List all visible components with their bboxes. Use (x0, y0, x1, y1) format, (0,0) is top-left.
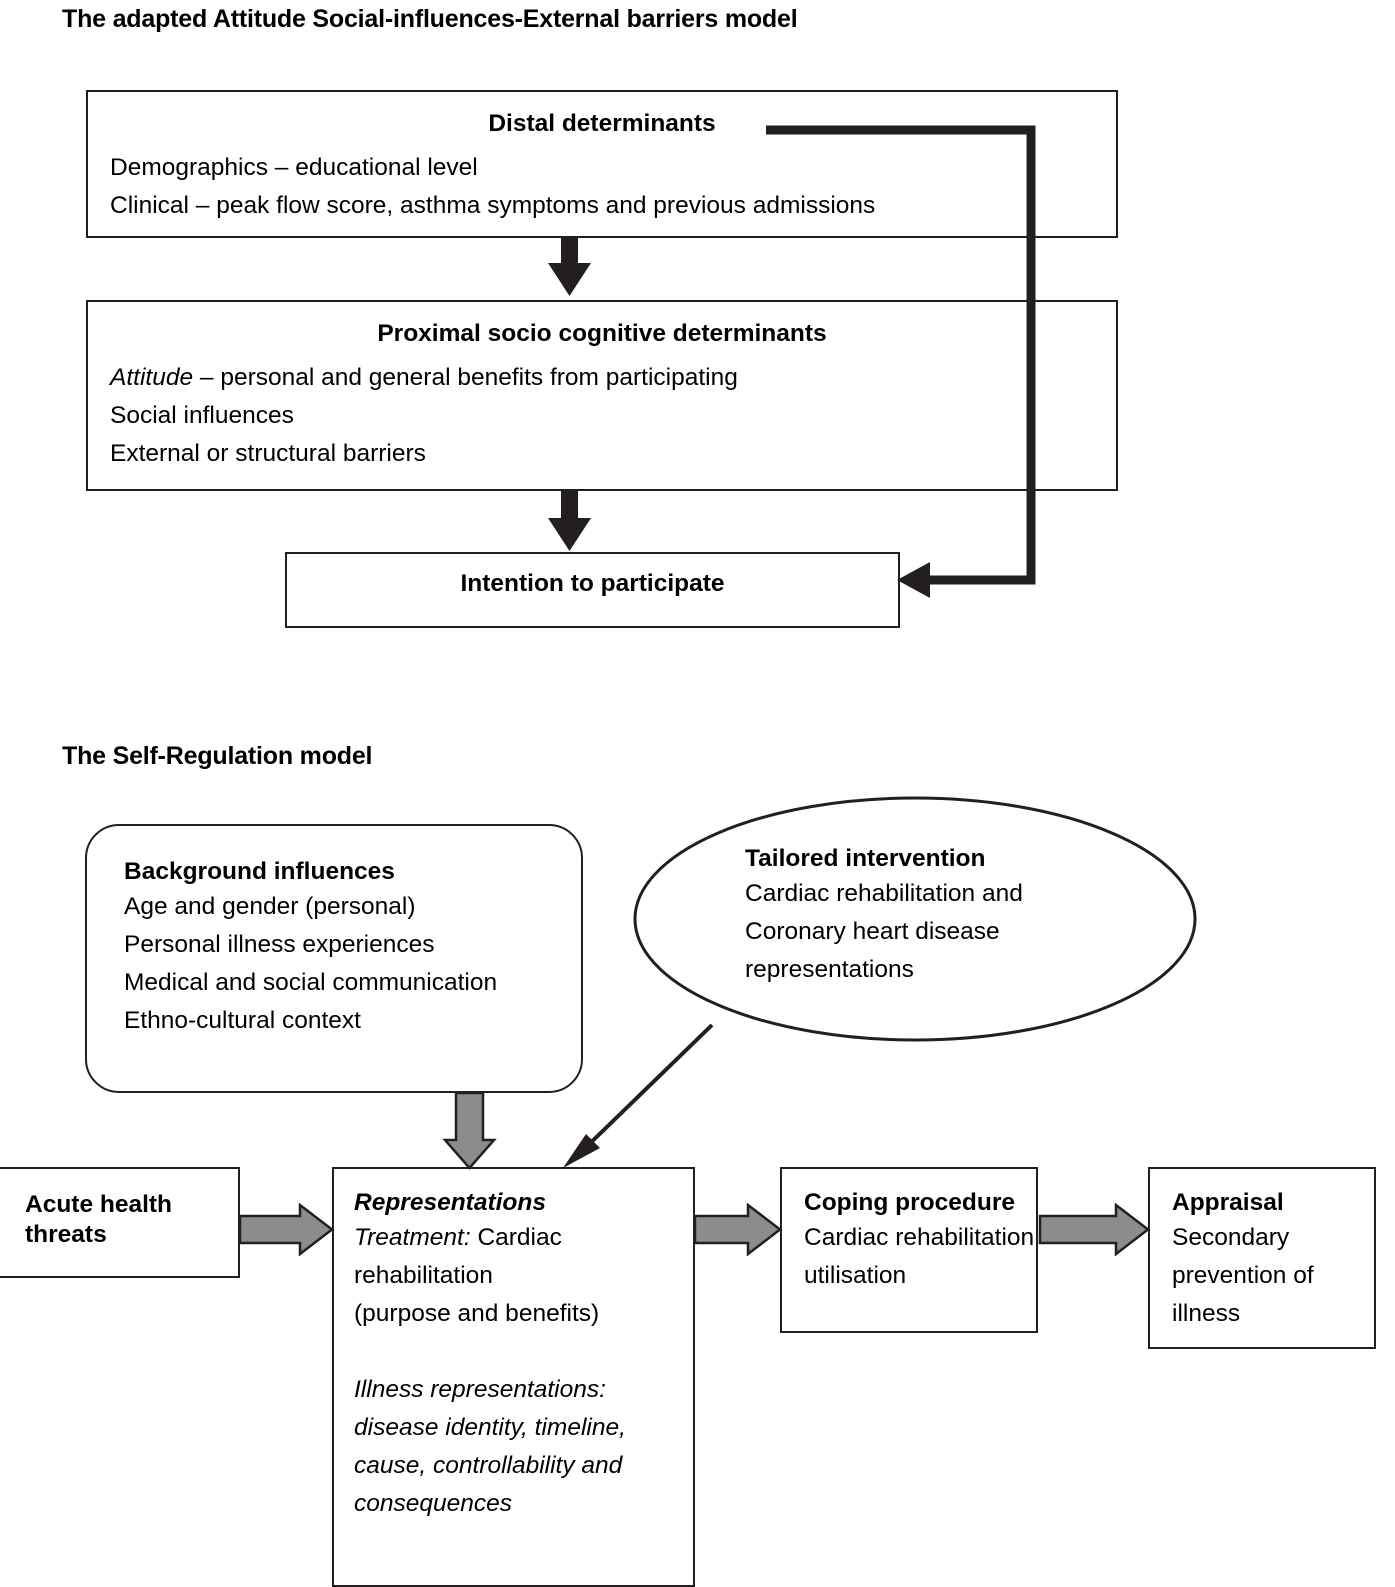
background-influences-heading: Background influences (124, 858, 395, 885)
proximal-determinants-line-3: External or structural barriers (110, 440, 426, 468)
node-representations: Representations Treatment: Cardiac rehab… (332, 1167, 695, 1587)
acute-health-threats-heading-line-1: Acute health (25, 1191, 173, 1218)
representations-line-7: cause, controllability and (354, 1452, 623, 1480)
distal-determinants-heading: Distal determinants (488, 110, 716, 137)
node-distal-determinants: Distal determinants Demographics – educa… (86, 90, 1118, 238)
node-coping-procedure: Coping procedure Cardiac rehabilitation … (780, 1167, 1038, 1333)
representations-line-6: disease identity, timeline, (354, 1414, 626, 1442)
node-intention-to-participate: Intention to participate (285, 552, 900, 628)
arrow-distal-to-proximal (548, 237, 591, 296)
ase-model-title: The adapted Attitude Social-influences-E… (62, 5, 798, 33)
treatment-italic-lead: Treatment: (354, 1224, 471, 1251)
coping-procedure-line-1: Cardiac rehabilitation (804, 1224, 1035, 1251)
distal-determinants-line-1: Demographics – educational level (110, 154, 478, 181)
representations-line-8: consequences (354, 1490, 513, 1518)
acute-health-threats-heading-line-2: threats (25, 1221, 107, 1248)
arrow-background-to-representations (442, 1091, 497, 1170)
proximal-determinants-line-1-rest: – personal and general benefits from par… (193, 364, 738, 391)
representations-blank-line (354, 1335, 693, 1369)
coping-procedure-line-2: utilisation (804, 1262, 907, 1290)
appraisal-line-1: Secondary (1172, 1224, 1290, 1251)
proximal-determinants-heading: Proximal socio cognitive determinants (377, 320, 827, 347)
tailored-intervention-line-3: representations (745, 956, 914, 984)
attitude-italic-lead: Attitude (110, 364, 194, 391)
tailored-intervention-line-1: Cardiac rehabilitation and (745, 880, 1023, 907)
self-regulation-model-title: The Self-Regulation model (62, 742, 373, 770)
arrow-proximal-to-intention (548, 491, 591, 551)
appraisal-line-3: illness (1172, 1300, 1241, 1328)
representations-line-1-rest: Cardiac (470, 1224, 562, 1251)
representations-line-2: rehabilitation (354, 1262, 493, 1290)
proximal-determinants-line-2: Social influences (110, 402, 294, 430)
node-appraisal: Appraisal Secondary prevention of illnes… (1148, 1167, 1376, 1349)
representations-line-3: (purpose and benefits) (354, 1300, 600, 1328)
arrow-coping-to-appraisal (1038, 1202, 1151, 1257)
arrow-representations-to-coping (693, 1202, 783, 1257)
arrow-tailored-to-representations (563, 1023, 714, 1168)
node-proximal-determinants: Proximal socio cognitive determinants At… (86, 300, 1118, 491)
representations-line-1: Treatment: Cardiac (354, 1221, 693, 1255)
node-background-influences: Background influences Age and gender (pe… (85, 824, 583, 1093)
representations-heading: Representations (354, 1189, 546, 1216)
background-influences-line-3: Medical and social communication (124, 969, 498, 997)
background-influences-line-4: Ethno-cultural context (124, 1007, 361, 1035)
node-acute-health-threats: Acute health threats (0, 1167, 240, 1278)
node-tailored-intervention: Tailored intervention Cardiac rehabilita… (745, 845, 1145, 987)
arrow-acute-to-representations (238, 1202, 335, 1257)
representations-line-5: Illness representations: (354, 1376, 606, 1404)
appraisal-heading: Appraisal (1172, 1189, 1284, 1216)
background-influences-line-1: Age and gender (personal) (124, 893, 416, 920)
tailored-intervention-line-2: Coronary heart disease (745, 918, 1000, 946)
background-influences-line-2: Personal illness experiences (124, 931, 435, 959)
intention-to-participate-heading: Intention to participate (460, 570, 725, 597)
appraisal-line-2: prevention of (1172, 1262, 1314, 1290)
tailored-intervention-heading: Tailored intervention (745, 845, 986, 872)
distal-determinants-line-2: Clinical – peak flow score, asthma sympt… (110, 192, 876, 220)
proximal-determinants-line-1: Attitude – personal and general benefits… (110, 361, 1116, 395)
coping-procedure-heading: Coping procedure (804, 1189, 1015, 1216)
